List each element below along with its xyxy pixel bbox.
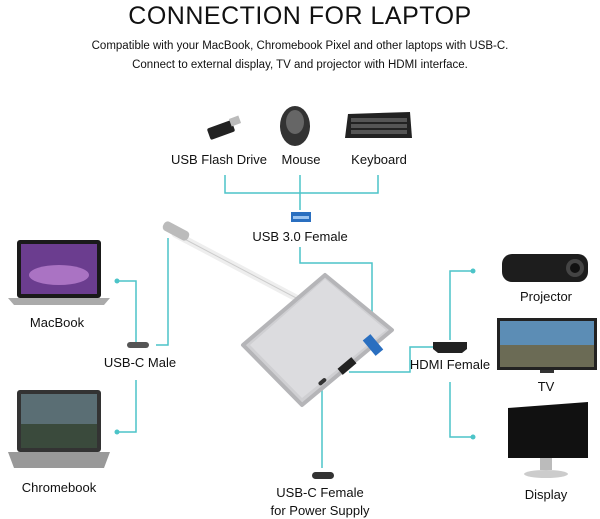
mouse-icon (280, 106, 310, 146)
hdmi-port-icon (433, 342, 467, 353)
projector-icon (502, 254, 588, 282)
subtitle-line-2: Connect to external display, TV and proj… (132, 59, 468, 71)
label-tv: TV (537, 379, 555, 394)
label-macbook: MacBook (29, 315, 85, 330)
usb3-port-icon (291, 212, 311, 222)
label-usbc-female: USB-C Female (276, 485, 364, 500)
label-usb3-female: USB 3.0 Female (252, 229, 348, 244)
display-icon (508, 402, 588, 478)
label-keyboard: Keyboard (351, 152, 407, 167)
label-usbc-male: USB-C Male (103, 355, 177, 370)
label-projector: Projector (519, 289, 573, 304)
label-hdmi-female: HDMI Female (409, 357, 491, 372)
label-display: Display (524, 487, 568, 502)
page-title: CONNECTION FOR LAPTOP (128, 2, 472, 30)
usbc-male-icon (127, 342, 149, 348)
tv-icon (497, 318, 597, 373)
usb-flash-drive-icon (207, 115, 242, 140)
chromebook-icon (8, 390, 110, 468)
keyboard-icon (345, 112, 412, 138)
label-power-supply: for Power Supply (270, 503, 370, 518)
usbc-female-icon (312, 472, 334, 479)
connector-lines (117, 175, 473, 468)
usb-c-hub-adapter (162, 221, 394, 407)
subtitle-line-1: Compatible with your MacBook, Chromebook… (91, 40, 509, 52)
macbook-icon (8, 240, 110, 305)
label-mouse: Mouse (281, 152, 321, 167)
label-usb-flash-drive: USB Flash Drive (170, 152, 268, 167)
label-chromebook: Chromebook (21, 480, 97, 495)
